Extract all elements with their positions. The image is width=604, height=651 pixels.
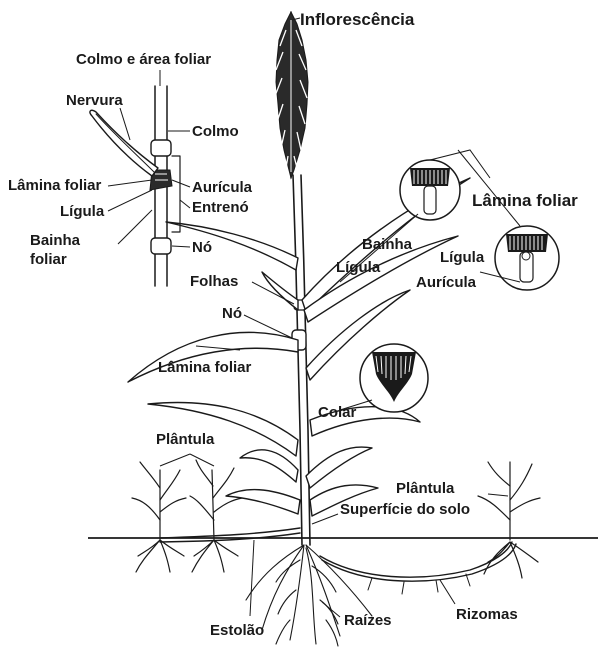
label-roots: Raízes: [344, 612, 392, 629]
label-leaf-blade-inset: Lâmina foliar: [8, 177, 102, 194]
label-inflorescence: Inflorescência: [300, 10, 415, 29]
label-vein: Nervura: [66, 92, 123, 109]
auricle-detail-circle: [495, 226, 559, 290]
label-sheath-inset-line1: Bainha: [30, 232, 81, 249]
label-sheath-inset-line2: foliar: [30, 251, 67, 268]
label-leaf-blade-left: Lâmina foliar: [158, 359, 252, 376]
collar-detail-circle: [360, 344, 428, 412]
label-ligule: Lígula: [336, 259, 381, 276]
label-auricle-inset: Aurícula: [192, 179, 253, 196]
label-seedling-left: Plântula: [156, 431, 215, 448]
label-ligule-inset: Lígula: [60, 203, 105, 220]
right-seedling: [478, 462, 540, 578]
label-stem-leaf-area: Colmo e área foliar: [76, 51, 211, 68]
inflorescence-panicle: [275, 12, 308, 178]
label-auricle-right: Aurícula: [416, 274, 477, 291]
label-seedling-right: Plântula: [396, 480, 455, 497]
main-roots: [246, 545, 372, 646]
label-sheath: Bainha: [362, 236, 413, 253]
main-stem: [292, 175, 310, 545]
label-node: Nó: [222, 305, 242, 322]
stolon: [160, 528, 300, 542]
label-collar: Colar: [318, 404, 357, 421]
label-rhizomes: Rizomas: [456, 606, 518, 623]
label-internode: Entrenó: [192, 199, 249, 216]
label-leaf-blade-right: Lâmina foliar: [472, 191, 578, 210]
label-ligule-right: Lígula: [440, 249, 485, 266]
label-soil-surface: Superfície do solo: [340, 501, 470, 518]
label-leaves: Folhas: [190, 273, 238, 290]
left-seedlings: [132, 460, 242, 572]
label-node-inset: Nó: [192, 239, 212, 256]
label-stolon: Estolão: [210, 622, 264, 639]
label-culm: Colmo: [192, 123, 239, 140]
stem-leaf-inset: [90, 86, 180, 286]
ligule-detail-circle-top: [400, 160, 460, 220]
